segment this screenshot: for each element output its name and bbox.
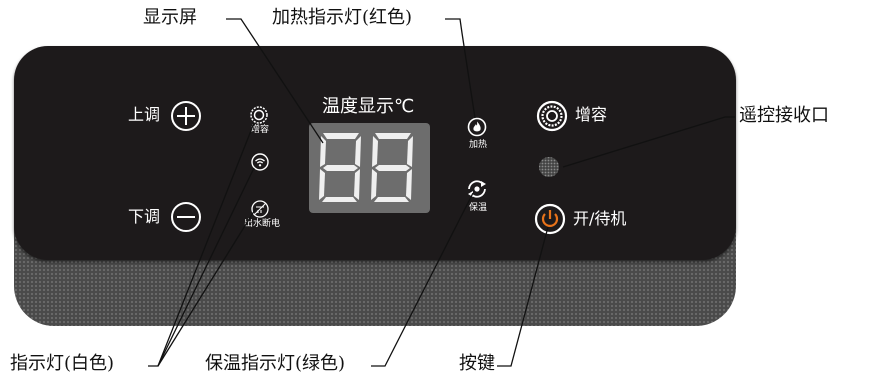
plus-icon[interactable] (170, 100, 202, 132)
annotation-buttons: 按键 (459, 353, 495, 374)
up-label: 上调 (128, 105, 161, 124)
water-cut-small-label: 出水断电 (244, 219, 281, 229)
annotation-heating-light: 加热指示灯(红色) (272, 7, 413, 28)
wifi-indicator-icon (251, 153, 269, 171)
capacity-label: 增容 (575, 105, 608, 124)
down-label: 下调 (128, 207, 161, 226)
annotation-display-screen: 显示屏 (143, 7, 197, 28)
minus-icon[interactable] (170, 201, 202, 233)
annotation-keep-warm-light: 保温指示灯(绿色) (205, 353, 346, 374)
annotation-indicator-white: 指示灯(白色) (10, 353, 115, 374)
power-icon[interactable] (534, 203, 566, 235)
keep-warm-small-label: 保温 (469, 203, 488, 213)
heat-small-label: 加热 (469, 140, 488, 150)
power-label: 开/待机 (573, 209, 627, 228)
capacity-indicator-icon (250, 106, 268, 124)
heating-flame-icon (467, 117, 487, 137)
capacity-small-label: 增容 (251, 125, 270, 135)
water-cut-indicator-icon (251, 200, 269, 218)
capacity-button-icon[interactable] (536, 100, 568, 132)
remote-receiver-window (539, 157, 559, 177)
display-title: 温度显示℃ (322, 96, 415, 117)
temperature-display (309, 123, 430, 213)
seven-segment-digits (319, 133, 413, 202)
annotation-remote-receiver: 遥控接收口 (739, 105, 829, 126)
